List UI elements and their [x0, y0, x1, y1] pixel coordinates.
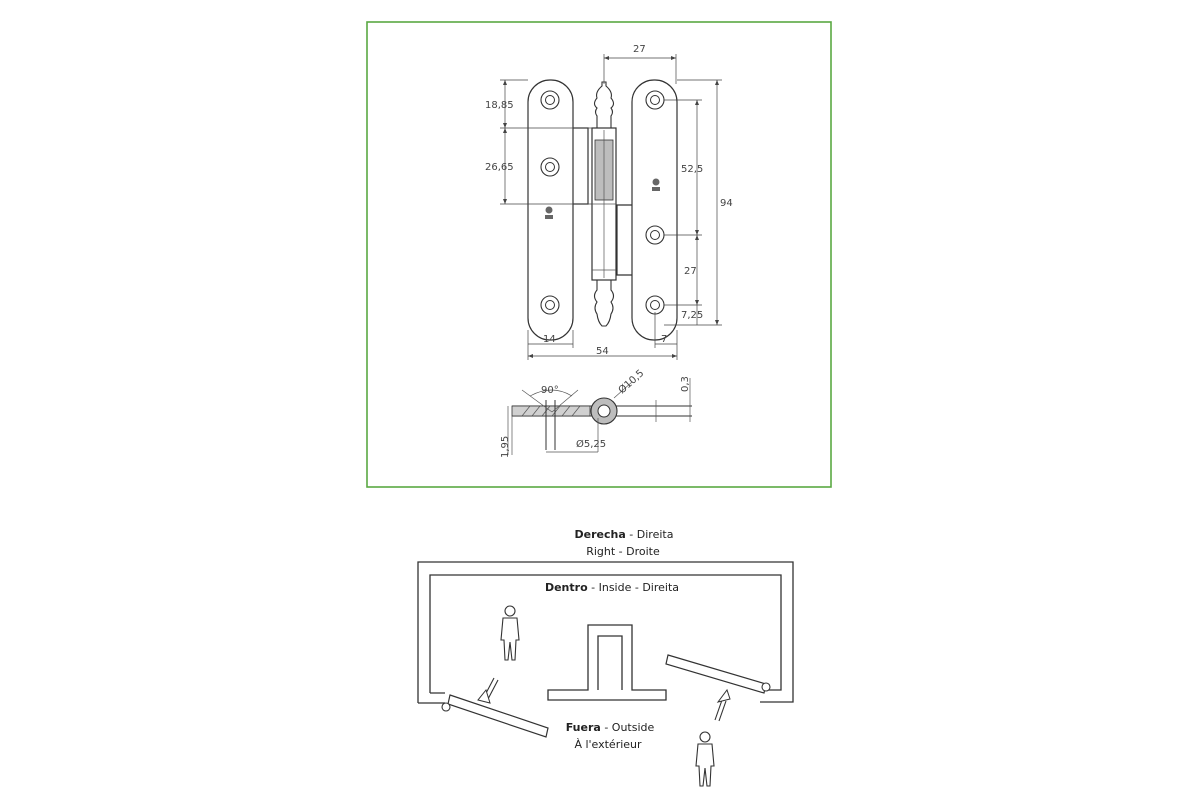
person-inside-icon: [500, 605, 520, 661]
hinge-front-view: 27 18,85 26,65 52,5 94 27 7,25 14 54 7: [485, 44, 733, 360]
hinge-section-view: 90° Ø10,5 0,3 1,95 Ø5,25: [500, 367, 692, 458]
dim-leaf-thickness: 1,95: [500, 436, 511, 458]
dim-right-margin: 7: [661, 334, 667, 345]
dimension-lines: [500, 54, 722, 360]
center-pillar: [547, 624, 667, 701]
drawing-frame: [366, 21, 832, 488]
right-door: [665, 654, 771, 694]
plan-title-line2: Right - Droite: [586, 545, 660, 558]
door-plan: Derecha - Direita Right - Droite Dentro …: [417, 528, 794, 787]
dim-overall-width: 54: [596, 346, 609, 357]
push-arrow-right-icon: [714, 688, 731, 722]
dim-pin-diameter: Ø5,25: [576, 438, 606, 450]
knuckle-pin: [597, 404, 611, 418]
dim-left-leaf-width: 14: [543, 334, 556, 345]
dim-outer-diameter: Ø10,5: [616, 367, 646, 396]
left-door: [441, 694, 549, 738]
pin-top-finial: [593, 81, 615, 128]
plan-title: Derecha - Direita: [575, 528, 674, 541]
right-knuckle-plate: [616, 204, 632, 276]
dim-angle: 90°: [541, 385, 559, 396]
dim-bottom-offset: 7,25: [681, 310, 703, 321]
left-knuckle-plate: [573, 127, 589, 205]
dim-upper-offset: 18,85: [485, 100, 514, 111]
dim-overall-height: 94: [720, 198, 733, 209]
stamp-logo-icon: [545, 178, 660, 219]
wall-outline: [417, 561, 794, 704]
dim-thickness-top: 0,3: [680, 376, 691, 392]
right-leaf: [631, 79, 678, 341]
pin-bottom-finial: [593, 280, 615, 327]
person-outside-icon: [695, 731, 715, 787]
dim-hole-spacing-lower: 27: [684, 266, 697, 277]
left-holes: [540, 90, 560, 315]
dim-hole-spacing-upper: 52,5: [681, 164, 703, 175]
dim-knuckle-height: 26,65: [485, 162, 514, 173]
dim-top-pin-width: 27: [633, 44, 646, 55]
inside-label: Dentro - Inside - Direita: [545, 581, 679, 594]
outside-label-line2: À l'extérieur: [574, 738, 642, 751]
push-arrow-left-icon: [477, 677, 499, 704]
outside-label: Fuera - Outside: [566, 721, 655, 734]
